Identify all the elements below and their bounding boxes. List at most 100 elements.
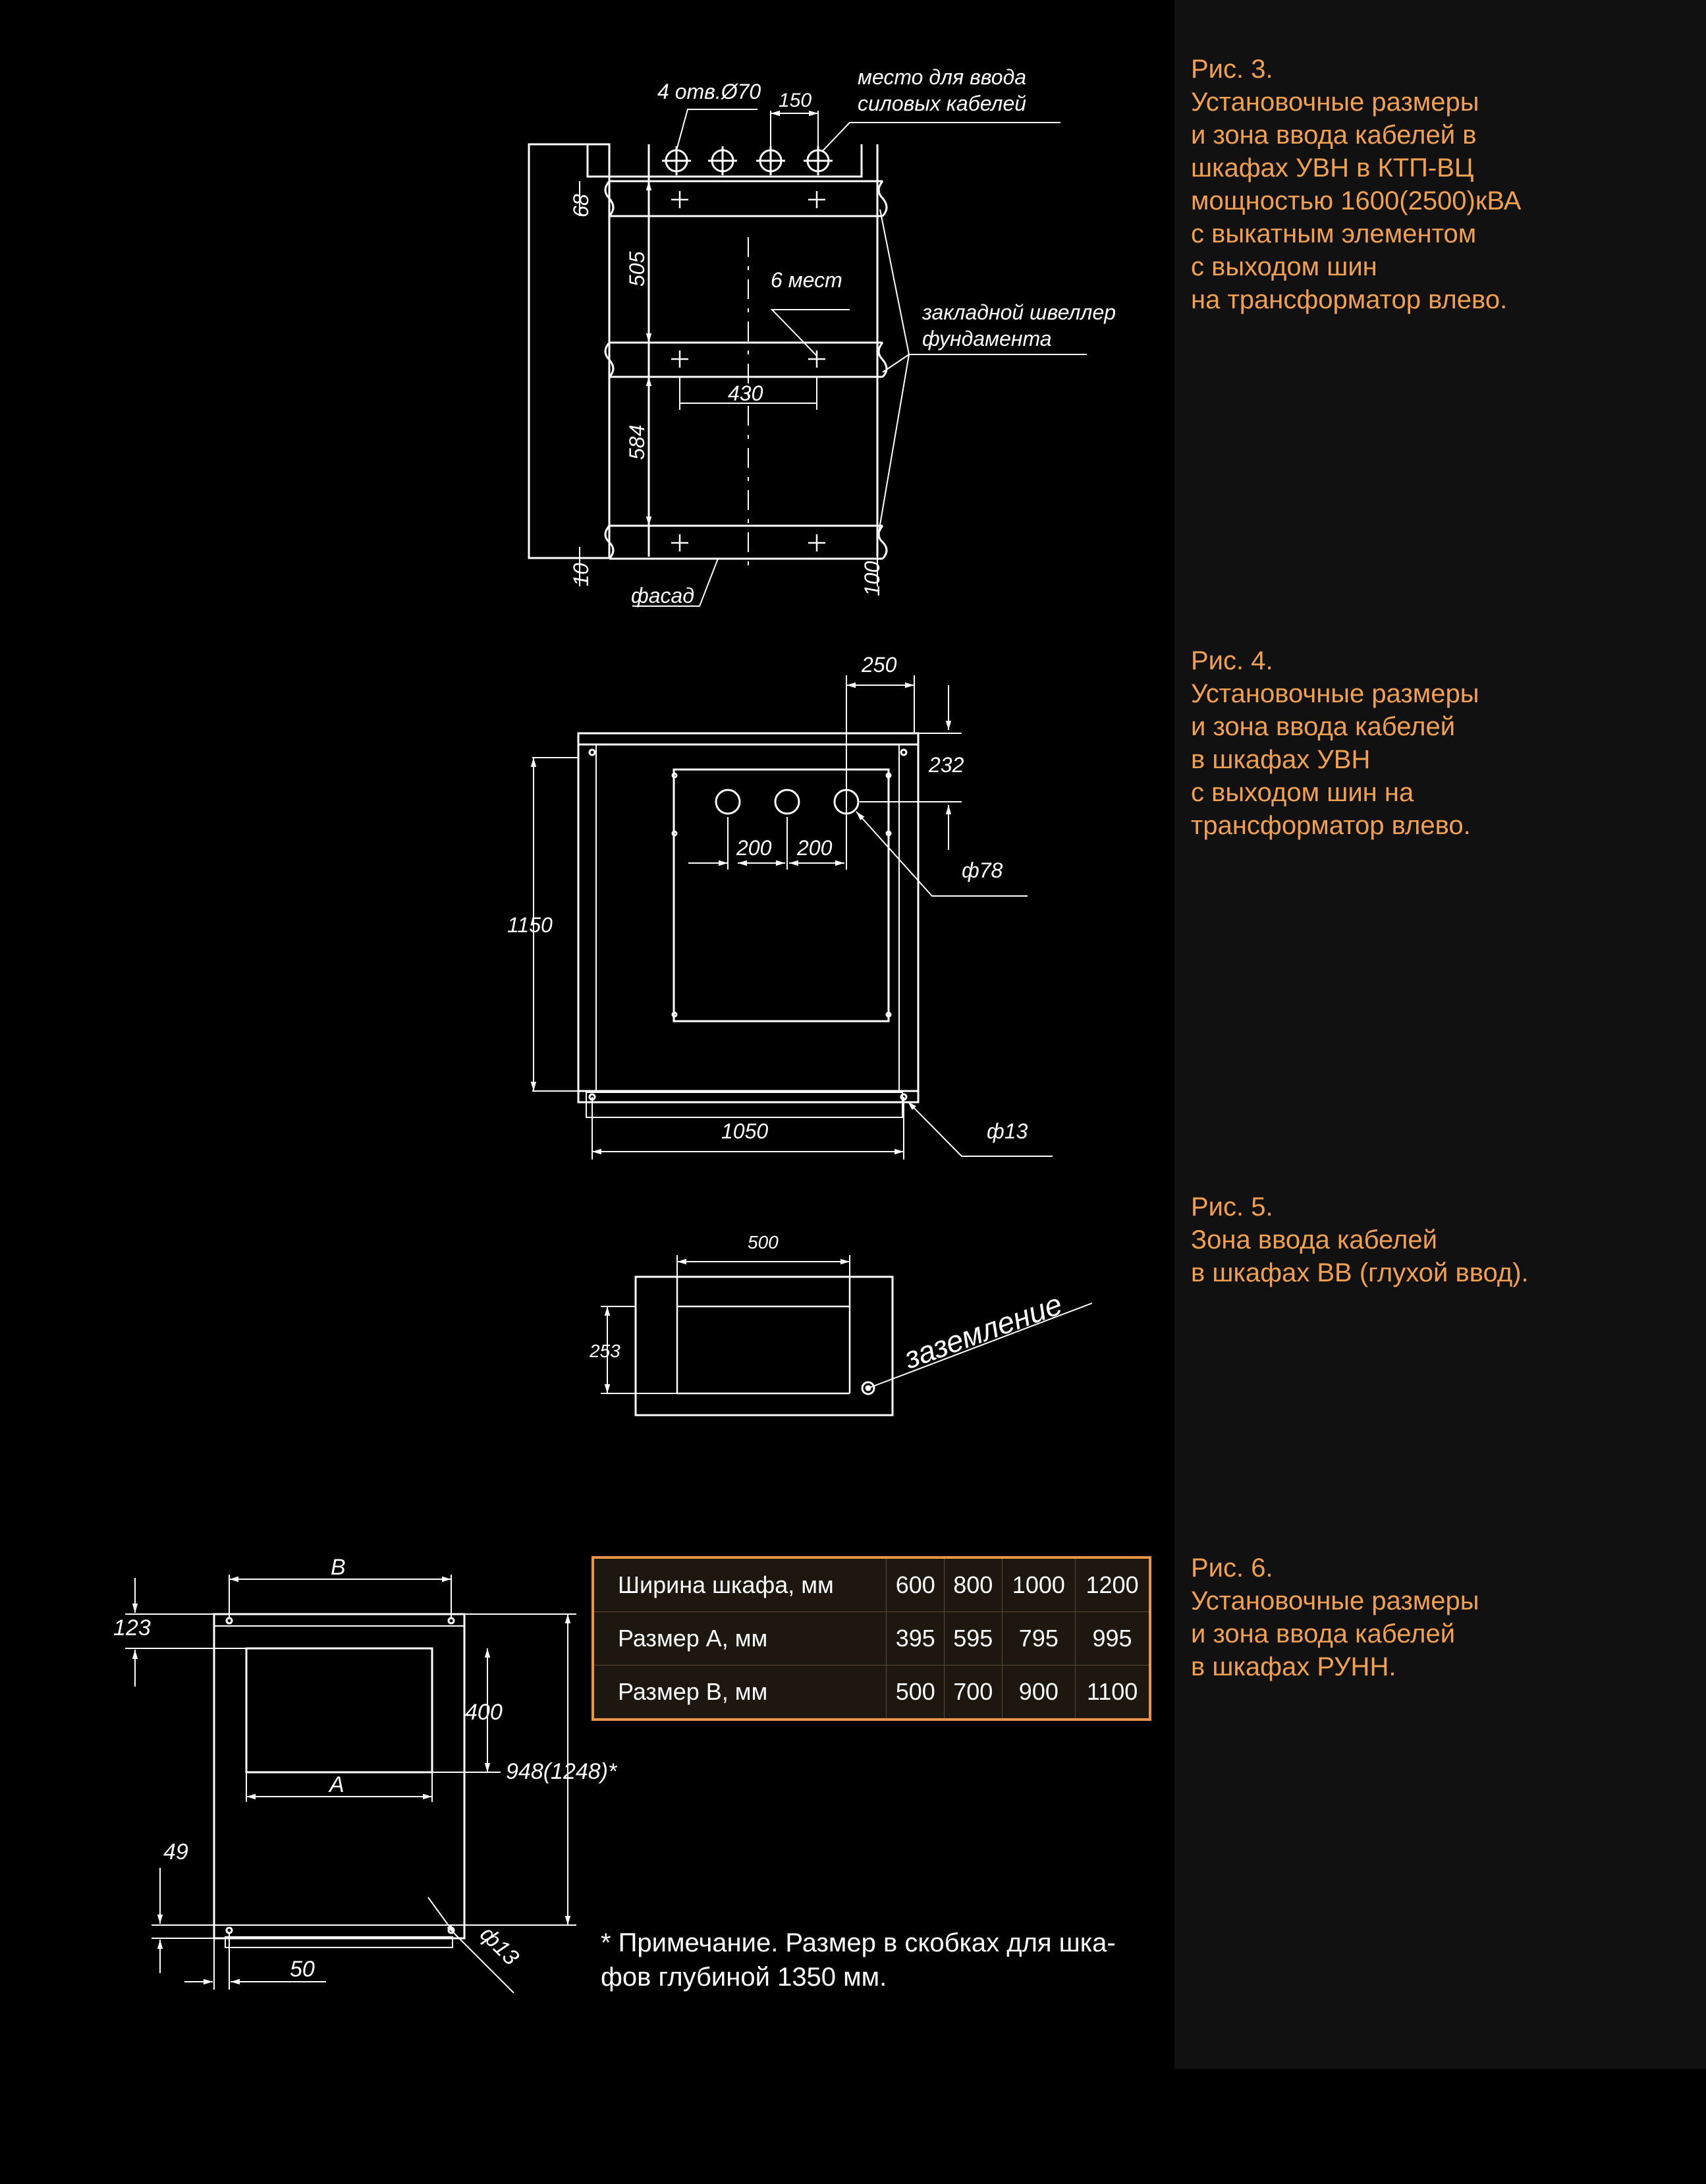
caption-fig6: Рис. 6. Установочные размеры и зона ввод… — [1191, 1552, 1665, 1683]
fig3-outer-frame — [528, 143, 611, 559]
fig3-channel-middle — [604, 341, 888, 378]
fig3-dim-150: 150 — [779, 90, 812, 111]
caption-line: с выходом шин — [1191, 252, 1377, 281]
fig6-dim-50: 50 — [290, 1957, 315, 1982]
fig3-channel-bottom — [604, 524, 888, 560]
caption-line: и зона ввода кабелей — [1191, 712, 1456, 741]
table-row-label: Ширина шкафа, мм — [592, 1557, 887, 1612]
fig4-dim-1150: 1150 — [507, 913, 553, 937]
caption-line: Установочные размеры — [1191, 88, 1479, 117]
footnote-line: * Примечание. Размер в скобках для шка- — [601, 1928, 1116, 1957]
fig4-cable-holes — [715, 789, 860, 815]
fig3-dim-10: 10 — [569, 563, 593, 586]
table-cell: 995 — [1075, 1611, 1151, 1666]
caption-line: в шкафах ВВ (глухой ввод). — [1191, 1258, 1529, 1287]
fig6-dim-49: 49 — [163, 1839, 188, 1864]
fig4-dim-phi13: ф13 — [987, 1119, 1028, 1143]
table-row: Размер А, мм 395 595 795 995 — [592, 1611, 1151, 1666]
fig4-phi78-leader — [856, 811, 1028, 897]
caption-line: Установочные размеры — [1191, 1586, 1479, 1615]
fig3-channel-label-2: фундамента — [922, 327, 1052, 350]
fig5-labels: 500 253 заземление — [589, 1232, 1066, 1376]
caption-line: и зона ввода кабелей в — [1191, 121, 1477, 150]
fig3-dim-505: 505 — [625, 251, 649, 287]
fig6-drawing — [125, 1575, 576, 1994]
fig4-dim-top: 250 — [861, 653, 897, 677]
fig4-labels: 250 232 200 200 ф78 1150 1050 ф13 — [507, 653, 1028, 1143]
caption-line: Рис. 6. — [1191, 1554, 1273, 1582]
fig6-dim-phi13: ф13 — [475, 1922, 524, 1971]
fig5-outer-frame — [634, 1275, 894, 1416]
fig6-dim-948: 948(1248)* — [506, 1759, 618, 1784]
fig4-dim-phi78: ф78 — [962, 858, 1003, 882]
fig5-dim-253: 253 — [589, 1341, 620, 1361]
caption-line: шкафах УВН в КТП-ВЦ — [1191, 154, 1474, 182]
caption-fig5: Рис. 5. Зона ввода кабелей в шкафах ВВ (… — [1191, 1190, 1665, 1289]
caption-line: с выходом шин на — [1191, 778, 1414, 807]
table-cell: 500 — [886, 1665, 945, 1720]
table-cell: 395 — [886, 1611, 945, 1666]
fig3-holes-label: 4 отв.Ø70 — [657, 80, 761, 103]
fig5-ground-terminal — [861, 1381, 875, 1395]
fig5-ground-label: заземление — [899, 1287, 1067, 1376]
fig3-anchor-points — [671, 191, 825, 551]
table-cell: 900 — [1001, 1665, 1076, 1720]
fig4-dim-232: 232 — [928, 753, 964, 777]
caption-panel — [1174, 0, 1706, 2069]
caption-line: на трансформатор влево. — [1191, 285, 1508, 314]
fig4-phi13-leader — [907, 1101, 1053, 1157]
fig6-outer-frame — [213, 1613, 466, 1940]
fig6-dim-400: 400 — [465, 1700, 503, 1725]
fig3-dim-584: 584 — [625, 425, 649, 460]
caption-line: Рис. 5. — [1191, 1192, 1273, 1221]
caption-line: Зона ввода кабелей — [1191, 1225, 1437, 1254]
fig3-cable-entry-leader — [821, 122, 1060, 152]
fig6-dim-B: B — [331, 1555, 346, 1580]
caption-line: с выкатным элементом — [1191, 219, 1477, 248]
footnote: * Примечание. Размер в скобках для шка- … — [601, 1926, 1167, 1994]
caption-line: в шкафах РУНН. — [1191, 1652, 1396, 1681]
fig6-phi13-leader — [454, 1933, 514, 1994]
fig3-dim-100: 100 — [860, 561, 884, 596]
fig5-dim-500: 500 — [748, 1232, 779, 1252]
fig3-cable-holes — [662, 146, 833, 175]
fig3-facade-leader — [632, 558, 719, 607]
fig4-dim-200a: 200 — [736, 836, 772, 860]
fig3-cable-entry-label-1: место для ввода — [858, 65, 1026, 89]
fig3-cable-entry-label-2: силовых кабелей — [858, 92, 1026, 115]
caption-line: в шкафах УВН — [1191, 745, 1371, 774]
caption-line: трансформатор влево. — [1191, 811, 1471, 840]
table-cell: 795 — [1001, 1611, 1076, 1666]
fig3-channel-top — [604, 180, 888, 217]
fig5-drawing — [601, 1255, 1093, 1416]
footnote-line: фов глубиной 1350 мм. — [601, 1963, 887, 1992]
fig3-channel-label-1: закладной швеллер — [922, 300, 1116, 324]
fig3-labels: 4 отв.Ø70 150 место для ввода силовых ка… — [569, 65, 1116, 607]
fig3-top-bracket — [586, 144, 863, 178]
fig3-holes-leader — [676, 109, 757, 151]
caption-line: Установочные размеры — [1191, 679, 1479, 708]
fig3-dim-430: 430 — [728, 381, 763, 405]
fig4-cable-zone — [673, 768, 890, 1022]
table-row: Ширина шкафа, мм 600 800 1000 1200 — [592, 1557, 1151, 1612]
table-cell: 1200 — [1075, 1557, 1151, 1612]
fig6-dim-123: 123 — [113, 1615, 151, 1640]
fig6-dim-A: A — [328, 1772, 344, 1797]
fig3-dim-68: 68 — [569, 194, 593, 217]
table-cell: 700 — [944, 1665, 1003, 1720]
fig6-labels: B A 123 400 948(1248)* 49 50 ф13 — [113, 1555, 618, 1982]
table-cell: 1100 — [1075, 1665, 1151, 1720]
fig4-base — [586, 1092, 903, 1118]
caption-line: мощностью 1600(2500)кВА — [1191, 186, 1522, 215]
fig4-dim-200b: 200 — [796, 836, 833, 860]
table-cell: 800 — [944, 1557, 1003, 1612]
table-cell: 1000 — [1001, 1557, 1076, 1612]
table-cell: 600 — [886, 1557, 945, 1612]
table-row-label: Размер А, мм — [592, 1611, 887, 1666]
caption-line: Рис. 4. — [1191, 646, 1273, 675]
table-cell: 595 — [944, 1611, 1003, 1666]
fig4-dim-1050: 1050 — [721, 1119, 768, 1143]
fig5-ground-leader — [867, 1302, 1093, 1389]
caption-fig3: Рис. 3. Установочные размеры и зона ввод… — [1191, 53, 1665, 316]
